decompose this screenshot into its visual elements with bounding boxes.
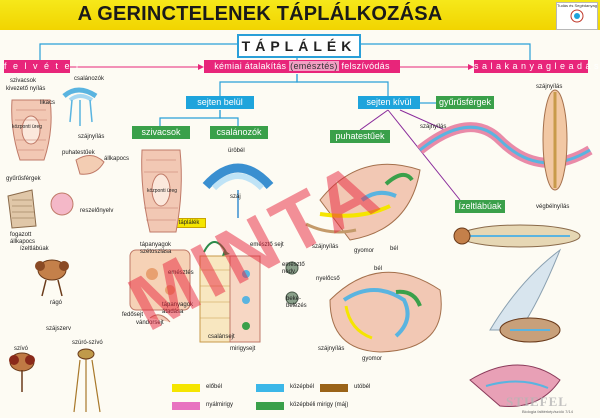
label-rago: rágó (50, 300, 63, 306)
label-emeszto-nedv: emésztő nedv (282, 262, 305, 275)
box-puhatestuek: puhatestűek (330, 130, 390, 143)
fly-illustration (469, 248, 562, 407)
box-csalanozok: csalánozók (210, 126, 268, 139)
label-bel-2: bél (374, 266, 383, 272)
label-szivacsok: szivacsok (10, 78, 37, 84)
hydra-section-illustration (202, 163, 274, 218)
stage-box-felvetel: f e l v é t e l (4, 60, 81, 73)
stage-box-kemiai: kémiai átalakítás (emésztés) felszívódás (204, 60, 400, 73)
label-szajszerv: szájszerv (46, 326, 72, 332)
legend-label-utobel: utóbél (354, 384, 371, 390)
digestion-cells-illustration (129, 241, 299, 343)
legend-swatch-kozepbel (256, 384, 284, 392)
label-reszelonyelv: reszelőnyelv (80, 208, 114, 214)
label-mirigysejt: mirigysejt (230, 346, 256, 352)
annelid-jaw-illustration (7, 189, 37, 229)
logo-seal-icon (570, 9, 584, 23)
snail-illustration (305, 163, 421, 241)
page-title: A GERINCTELENEK TÁPLÁLKOZÁSA (77, 3, 443, 25)
label-emeszto-sejt: emésztő sejt (250, 242, 284, 248)
legend-swatch-elobel (172, 384, 200, 392)
label-likacs: likacs (40, 100, 56, 106)
legend-swatch-utobel (320, 384, 348, 392)
legend-label-maj: középbéli mirigy (máj) (290, 402, 349, 408)
label-csalanozok: csalánozók (74, 76, 105, 82)
label-szuro-szivo: szúró-szívó (72, 340, 103, 346)
label-szajnyilas-4: szájnyílás (318, 346, 345, 352)
felszivodas-label: felszívódás (341, 61, 390, 71)
label-kozponti-ureg-2: központi üreg (147, 188, 178, 194)
box-gyurusfergek: gyűrűsférgek (436, 96, 494, 109)
label-kivezeto-nyilas: kivezető nyílás (6, 86, 46, 92)
label-beke-belezes: beke-belezés (286, 296, 307, 309)
label-emesztes: emésztés (168, 270, 194, 276)
label-vegbelnyilas: végbélnyílás (536, 204, 570, 210)
label-puhatestuek: puhatestűek (62, 150, 95, 156)
label-tapanyagok-szetoszlase: tápanyagok szétoszlása (140, 242, 172, 255)
label-tapanyagok-atadasa: tápanyagok átadása (162, 302, 194, 315)
label-szajnyilas-5: szájnyílás (536, 84, 563, 90)
label-gyomor-2: gyomor (362, 356, 383, 362)
label-gyurusfergek: gyűrűsférgek (6, 176, 41, 182)
label-nyelocso: nyelőcső (316, 276, 340, 282)
label-kozponti-ureg: központi üreg (12, 124, 43, 130)
label-szajnyilas-1: szájnyílás (78, 134, 105, 140)
label-fogazott-allkapocs: fogazott állkapocs (10, 232, 36, 245)
box-szivacsok: szivacsok (132, 126, 190, 139)
sponge-section-illustration (141, 149, 182, 233)
insect-head-illustration (9, 259, 101, 413)
sponge-illustration (11, 99, 52, 161)
box-sejten-kivul: sejten kívül (358, 96, 420, 109)
label-urbel: üröbél (228, 148, 245, 154)
kemiai-label: kémiai átalakítás (214, 61, 287, 71)
legend-label-nyalmirigy: nyálmirigy (206, 402, 234, 408)
flatworm-illustration (542, 89, 568, 191)
label-izeltlabuak: ízeltlábúak (20, 246, 49, 252)
title-bar (0, 0, 600, 30)
label-szaj: száj (230, 194, 241, 200)
legend-label-elobel: előbél (206, 384, 223, 390)
mollusc-mouth-illustration (50, 155, 105, 216)
publisher-logo: Tudás és Segédanyag (556, 2, 598, 30)
label-csalansejt: csalánsejt (208, 334, 235, 340)
stage-box-salakanyag: s a l a k a n y a g l e a d á s a (474, 60, 600, 73)
box-izeltlabuak: ízeltlábúak (455, 200, 505, 213)
emesztes-label: (emésztés) (289, 61, 339, 71)
label-gyomor-1: gyomor (354, 248, 375, 254)
label-szajnyilas-2: szájnyílás (420, 124, 447, 130)
legend-label-kozepbel: középbél (290, 384, 315, 390)
box-sejten-belul: sejten belül (186, 96, 254, 109)
label-szajnyilas-3: szájnyílás (312, 244, 339, 250)
label-szivo: szívó (14, 346, 29, 352)
label-allkapocs: állkapocs (104, 156, 130, 162)
label-bel-1: bél (390, 246, 399, 252)
logo-text: Tudás és Segédanyag (557, 3, 597, 8)
slug-illustration (329, 271, 442, 353)
product-code: Biologia falitérkép/szóló 7/14 (522, 409, 573, 414)
main-food-box: TÁPLÁLÉK (237, 34, 361, 58)
cnidarian-illustration (62, 87, 98, 126)
brand-logo-text: STIEFEL (506, 394, 568, 409)
label-fedosejt: fedősejt (122, 312, 144, 318)
legend-swatch-maj (256, 402, 284, 410)
caterpillar-illustration (453, 224, 581, 248)
label-vandorsejt: vándorsejt (136, 320, 164, 326)
legend-swatch-nyalmirigy (172, 402, 200, 410)
